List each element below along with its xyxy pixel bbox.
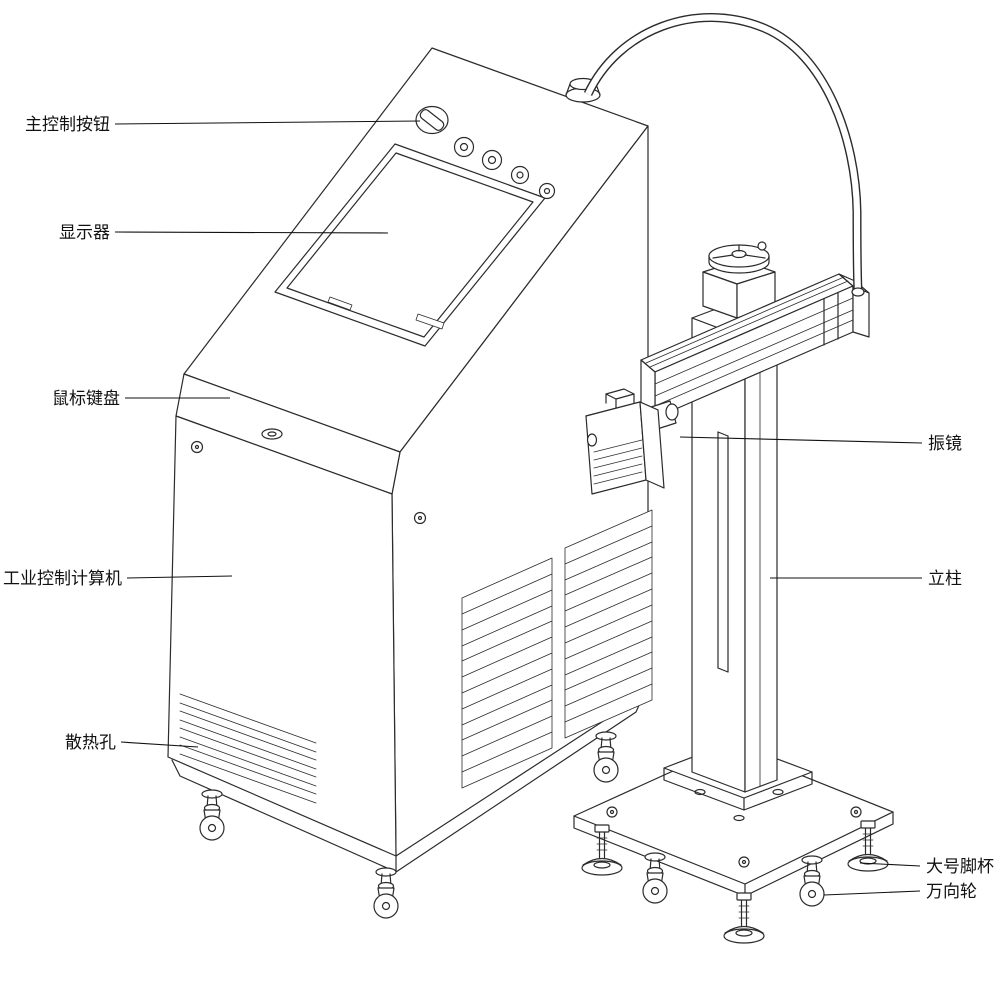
screen-sticker-2 (415, 313, 445, 330)
label-main-control-button: 主控制按钮 (25, 115, 110, 134)
support-column (691, 305, 778, 793)
laser-rail (640, 273, 870, 419)
panel-buttons (453, 136, 556, 200)
leader-line-display (114, 231, 389, 234)
callout-column: 立柱 (770, 569, 962, 588)
callout-large-foot-cup: 大号脚杯 (859, 857, 994, 876)
display-screen (274, 143, 546, 347)
galvo-head (585, 388, 665, 495)
side-vent-grille-right (564, 509, 653, 739)
label-galvanometer: 振镜 (928, 434, 962, 453)
side-vent-grille-left (461, 557, 553, 789)
hand-wheel-knob (757, 241, 767, 251)
foot-cup-front (723, 892, 765, 944)
leader-line-industrial-computer (126, 575, 233, 579)
leader-line-galvanometer (679, 436, 923, 444)
label-universal-wheel: 万向轮 (926, 882, 977, 901)
power-cable (583, 13, 865, 297)
callout-heat-vent: 散热孔 (65, 733, 199, 752)
stand-base-plate (573, 745, 894, 897)
leader-line-heat-vent (120, 741, 199, 748)
galvo-heatsink-fins (593, 439, 643, 485)
cable-end-fitting (851, 287, 865, 297)
callout-labels: 主控制按钮 显示器 鼠标键盘 工业控制计算机 散热孔 振镜 立柱 (3, 115, 994, 901)
galvo-side-fitting (586, 433, 598, 447)
label-column: 立柱 (928, 569, 962, 588)
leader-line-large-foot-cup (859, 862, 921, 867)
screen-sticker (327, 296, 353, 311)
stand-caster-left (642, 852, 668, 904)
drawer-handle-detail (267, 431, 277, 437)
callout-industrial-computer: 工业控制计算机 (3, 569, 233, 588)
cabinet-caster-front (373, 867, 399, 919)
callout-galvanometer: 振镜 (679, 434, 962, 453)
bottom-vent-holes (179, 693, 317, 804)
callout-main-control-button: 主控制按钮 (25, 115, 421, 134)
stand-caster-right (799, 855, 825, 907)
callout-universal-wheel: 万向轮 (823, 882, 977, 901)
label-display: 显示器 (59, 223, 110, 242)
label-heat-vent: 散热孔 (65, 733, 116, 752)
callout-mouse-keyboard: 鼠标键盘 (52, 389, 230, 408)
leader-line-main-control (114, 120, 421, 125)
label-large-foot-cup: 大号脚杯 (926, 857, 994, 876)
main-control-knob (415, 105, 449, 135)
cabinet-caster-right (593, 731, 619, 783)
control-cabinet (167, 47, 653, 919)
hand-wheel (708, 241, 770, 274)
stand-assembly (573, 241, 894, 944)
callout-display: 显示器 (59, 223, 389, 242)
leader-line-universal-wheel (823, 890, 921, 896)
panel-screws (190, 440, 427, 525)
label-mouse-keyboard: 鼠标键盘 (52, 389, 120, 408)
column-guide-slot (717, 431, 729, 673)
galvo-top-connector (605, 388, 635, 409)
cabinet-caster-left (199, 789, 225, 841)
label-industrial-computer: 工业控制计算机 (3, 569, 122, 588)
